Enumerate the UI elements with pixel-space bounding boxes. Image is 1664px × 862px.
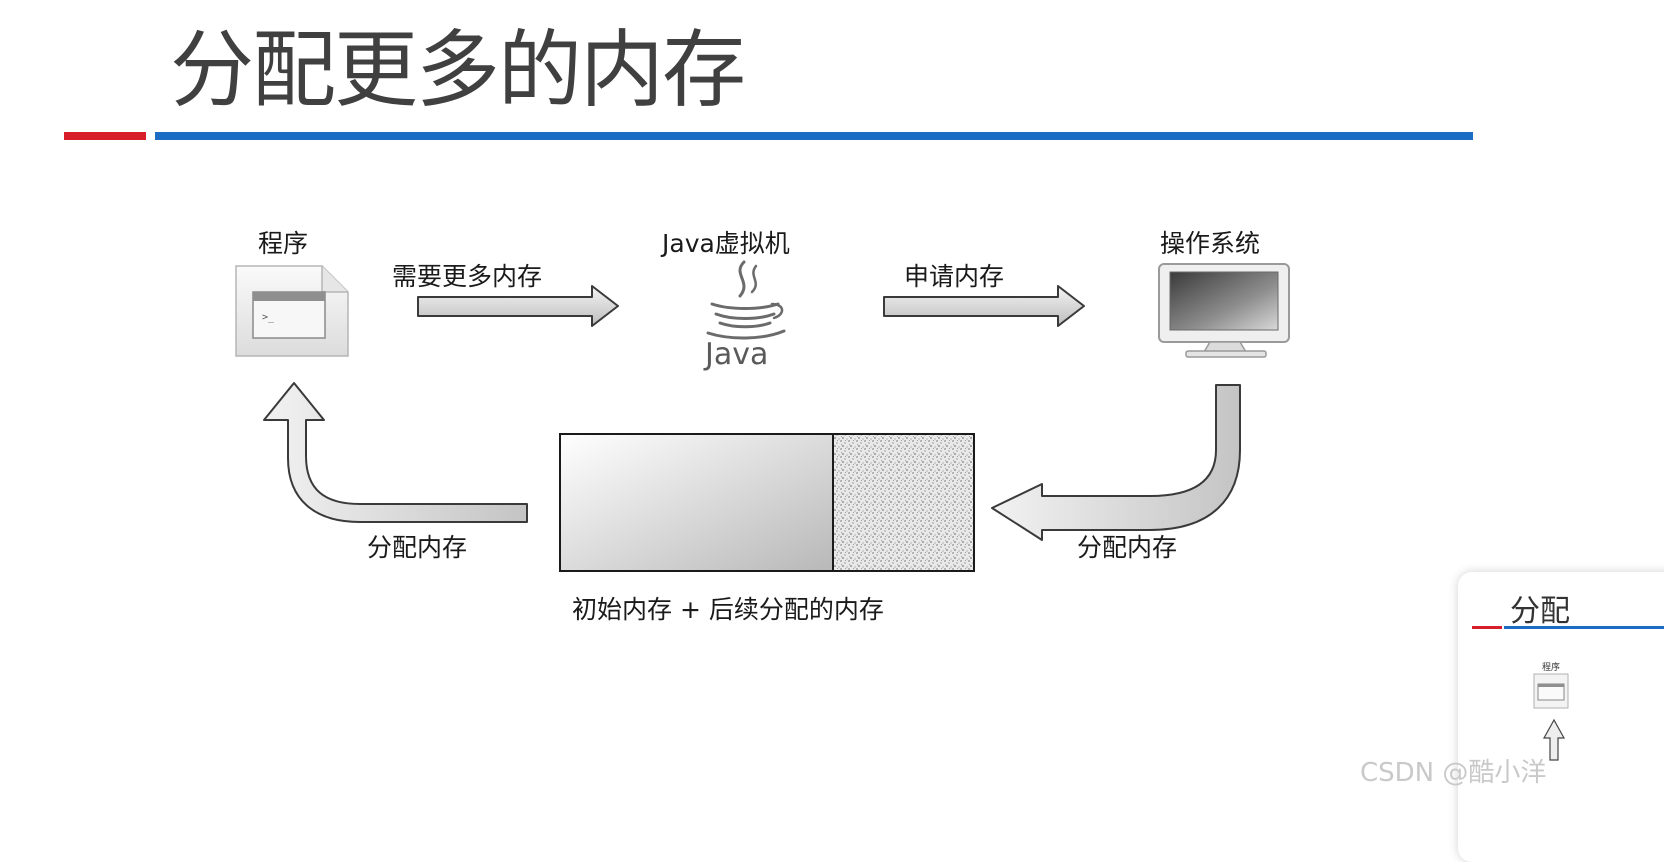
thumbnail-program-icon [1458, 572, 1664, 862]
csdn-watermark: CSDN @酷小洋 [1360, 752, 1546, 789]
slide-thumbnail-preview[interactable]: 分配 程序 [1458, 572, 1664, 862]
java-logo-text: Java [703, 337, 768, 372]
svg-text:>_: >_ [262, 312, 275, 323]
program-window-icon: >_ [236, 266, 348, 356]
allocate-memory-right-label: 分配内存 [1077, 528, 1177, 564]
memory-block [560, 434, 974, 571]
memory-block-caption: 初始内存 + 后续分配的内存 [572, 590, 884, 626]
allocate-memory-right-arrow [992, 385, 1240, 540]
allocate-memory-left-label: 分配内存 [367, 528, 467, 564]
jvm-label: Java虚拟机 [662, 224, 790, 260]
memory-allocation-diagram: >_ Java [0, 0, 1664, 844]
initial-memory-segment [560, 434, 833, 571]
need-more-memory-label: 需要更多内存 [392, 257, 542, 293]
request-memory-label: 申请内存 [904, 257, 1004, 293]
allocated-memory-segment [833, 434, 974, 571]
os-label: 操作系统 [1160, 224, 1260, 260]
monitor-icon [1159, 264, 1289, 357]
java-coffee-cup-logo [708, 262, 784, 338]
allocate-memory-left-arrow [264, 383, 527, 522]
program-label: 程序 [258, 224, 308, 260]
